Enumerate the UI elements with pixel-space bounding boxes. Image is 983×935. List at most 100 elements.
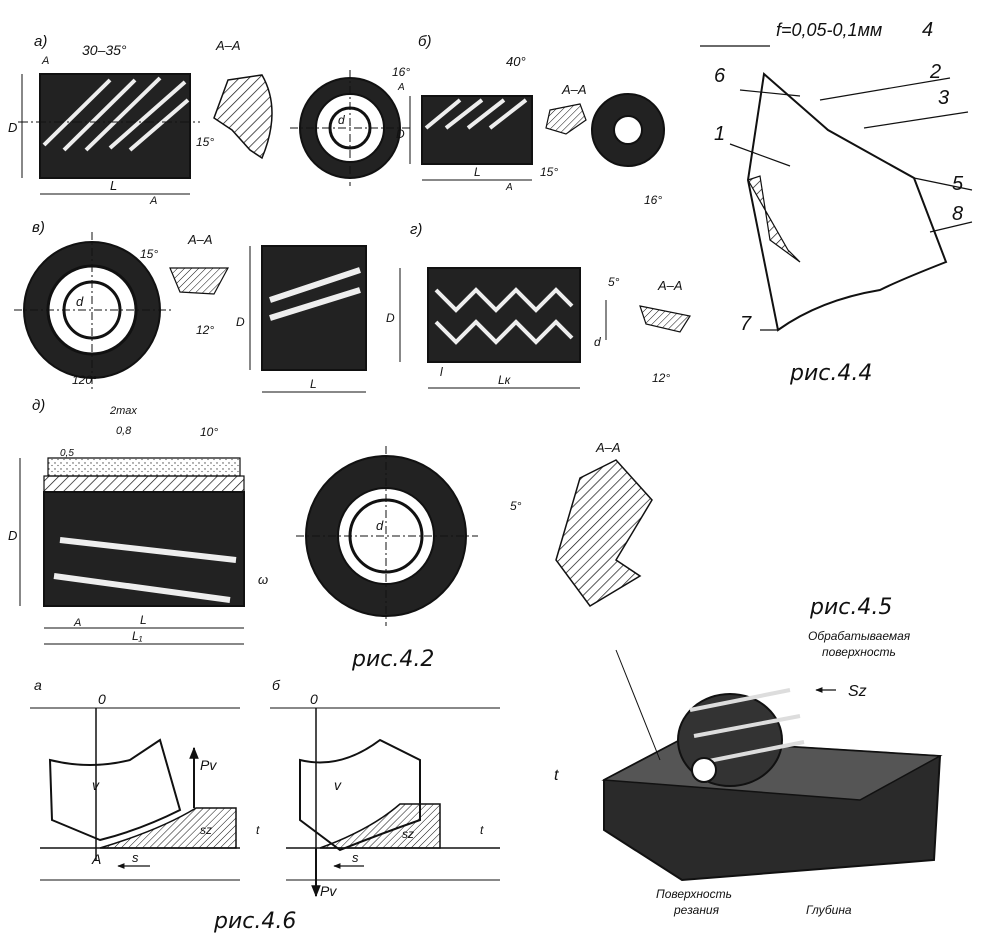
- section-angle-g: 12°: [652, 371, 670, 385]
- callout-1: 1: [714, 123, 725, 145]
- fig-4-6-scheme-a: а 0 Pv v sz t s A: [30, 677, 260, 881]
- tag-g: г): [410, 221, 422, 238]
- tag-a: а): [34, 33, 47, 50]
- section-angle-v: 12°: [196, 323, 214, 337]
- label-machined-2: поверхность: [822, 645, 896, 659]
- cutter-body-v: [261, 245, 367, 371]
- caption-fig-4-5: рис.4.5: [809, 595, 892, 620]
- fig-4-6-scheme-b: б 0 Pv v sz t s рис.4.6: [213, 677, 500, 934]
- end-angle-b: 16°: [644, 193, 662, 207]
- section-profile-v: [169, 267, 230, 295]
- section-v: А–А: [187, 232, 213, 247]
- dim-d-b: d: [338, 113, 345, 127]
- inserted-blades-v: [269, 267, 361, 321]
- dim-08: 0,8: [116, 425, 132, 437]
- angle-120-v: 120°: [72, 373, 97, 387]
- force-b: Pv: [320, 883, 337, 899]
- callout-2: 2: [929, 61, 941, 83]
- velocity-b: v: [334, 777, 342, 793]
- bore-b2: [613, 115, 643, 145]
- marker-a-top: А: [41, 55, 49, 67]
- section-profile-b: [545, 103, 587, 135]
- section-a: А–А: [215, 38, 241, 53]
- dim-Lk-g: Lк: [498, 373, 512, 387]
- fig-4-4-tooth: f=0,05-0,1мм 1 2 3 4 5 6 7 8 рис.4.4: [700, 19, 973, 386]
- label-machined-1: Обрабатываемая: [808, 629, 911, 643]
- dim-d-d: d: [376, 518, 384, 533]
- callout-7: 7: [740, 313, 752, 335]
- side-mark-t: t: [554, 767, 559, 784]
- tag-d: д): [32, 397, 45, 414]
- dim-D-d: D: [8, 528, 17, 543]
- section-angle-d: 5°: [510, 499, 522, 513]
- helical-teeth-b: [424, 98, 528, 130]
- tolerance-label: f=0,05-0,1мм: [776, 20, 882, 40]
- callout-6: 6: [714, 65, 726, 87]
- fig-4-2-cutter-v: в) d 120° 15° А–А 12° D L: [14, 219, 367, 393]
- tag-v: в): [32, 219, 45, 236]
- depth-a: t: [256, 823, 260, 837]
- dim-l-g: l: [440, 365, 443, 379]
- caption-fig-4-6: рис.4.6: [213, 909, 296, 934]
- callout-4: 4: [922, 19, 933, 41]
- fig-4-2-cutter-a: а) 30–35° А D L А А–А 15°: [8, 33, 273, 207]
- dim-L1-d: L₁: [132, 629, 143, 643]
- tooth-land: [747, 175, 801, 263]
- dim-D-v: D: [236, 315, 245, 329]
- dim-D-g: D: [386, 311, 395, 325]
- label-cutting-1: Поверхность: [656, 887, 732, 901]
- dim-D-a: D: [8, 120, 17, 135]
- angle-top-v: 15°: [140, 247, 158, 261]
- caption-fig-4-4: рис.4.4: [789, 361, 872, 386]
- velocity-a: v: [92, 777, 100, 793]
- dim-L-d: L: [140, 613, 147, 627]
- caption-fig-4-2: рис.4.2: [351, 647, 434, 672]
- section-profile-d: [555, 459, 653, 607]
- dim-d-g: d: [594, 335, 601, 349]
- point-A: A: [91, 851, 101, 867]
- tooth-contour-a: [48, 738, 182, 842]
- tag-4-6-a: а: [34, 677, 42, 693]
- marker-d: А: [73, 617, 81, 629]
- force-a: Pv: [200, 757, 217, 773]
- dim-d-v: d: [76, 294, 84, 309]
- marker-a-bottom: А: [149, 195, 157, 207]
- section-angle-a: 15°: [196, 135, 214, 149]
- leader-cutting-surface: [615, 649, 661, 761]
- callout-5: 5: [952, 173, 964, 195]
- origin-a: 0: [98, 691, 106, 707]
- angle-helix-b: 40°: [506, 54, 526, 69]
- dim-L-b: L: [474, 165, 481, 179]
- label-depth: Глубина: [806, 903, 852, 917]
- fig-4-2-cutter-g: г) D d l Lк 5° А–А 12°: [386, 221, 691, 389]
- feed-b: s: [352, 850, 359, 865]
- marker-b-top: А: [397, 82, 405, 93]
- section-d: А–А: [595, 440, 621, 455]
- dim-omega-d: ω: [258, 572, 268, 587]
- section-profile-g: [639, 305, 691, 333]
- dim-L-a: L: [110, 178, 117, 193]
- feed-tooth-a: sz: [200, 823, 212, 837]
- angle-a: 30–35°: [82, 42, 127, 58]
- dim-05: 0,5: [60, 448, 74, 459]
- tag-4-6-b: б: [272, 677, 281, 693]
- section-profile-a: [213, 74, 273, 160]
- staggered-teeth-g: [434, 287, 574, 345]
- fig-4-2-cutter-b: d б) 16° А 40° D L А А–А 15° 16°: [290, 33, 665, 207]
- chip-section-b: [319, 803, 441, 849]
- label-cutting-2: резания: [673, 903, 720, 917]
- feed-tooth-b: sz: [402, 827, 414, 841]
- fig-4-5-milling: рис.4.5 Обрабатываемая поверхность Sz t …: [554, 595, 943, 917]
- tooth-outline: [746, 72, 948, 332]
- milling-cutter-helical: [677, 688, 805, 787]
- helical-teeth-a: [42, 76, 190, 152]
- angle-top-b: 16°: [392, 65, 410, 79]
- cutter-body-g: [427, 267, 581, 363]
- dim-2max: 2max: [109, 405, 137, 417]
- helical-blades-d: [53, 537, 237, 603]
- dim-D-b: D: [396, 127, 405, 141]
- section-g: А–А: [657, 278, 683, 293]
- origin-b: 0: [310, 691, 318, 707]
- callout-3: 3: [938, 87, 949, 109]
